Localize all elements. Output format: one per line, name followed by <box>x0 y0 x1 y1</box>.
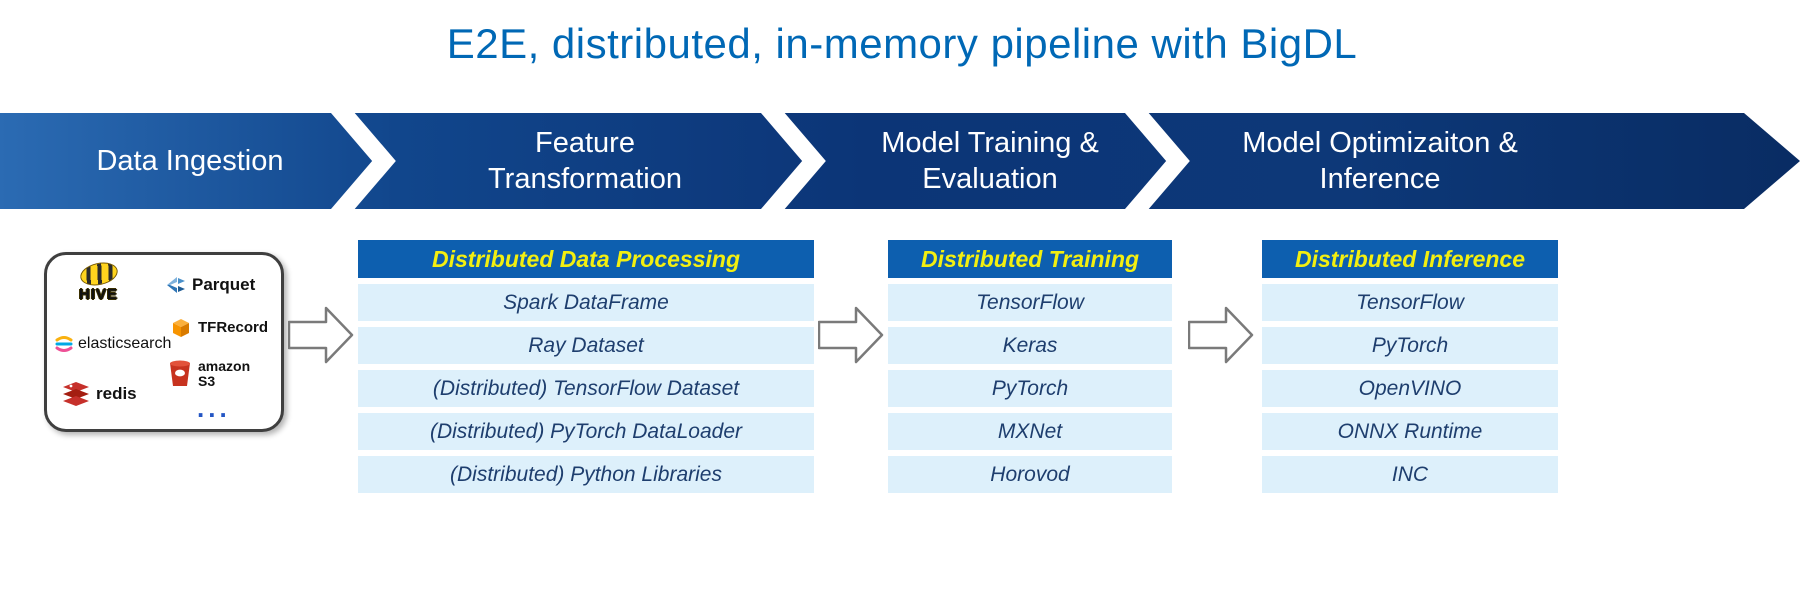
flow-arrow-icon <box>1188 306 1254 364</box>
redis-label: redis <box>96 384 137 403</box>
page-title: E2E, distributed, in-memory pipeline wit… <box>446 20 1358 67</box>
table-row: (Distributed) TensorFlow Dataset <box>358 370 814 407</box>
flow-arrow-icon <box>818 306 884 364</box>
table-row: Ray Dataset <box>358 327 814 364</box>
chevron-separator-icon <box>761 113 826 209</box>
table-row: MXNet <box>888 413 1172 450</box>
table-row: Keras <box>888 327 1172 364</box>
table-row: PyTorch <box>888 370 1172 407</box>
elasticsearch-logo: elasticsearch <box>55 335 171 353</box>
table-row: (Distributed) Python Libraries <box>358 456 814 493</box>
stage-feature-transformation: Feature Transformation <box>488 126 682 195</box>
tfrecord-icon <box>173 319 189 337</box>
hive-logo: HIVE <box>77 259 120 303</box>
parquet-icon <box>167 277 185 293</box>
elasticsearch-icon <box>55 336 73 352</box>
parquet-logo: Parquet <box>165 275 255 295</box>
table-row: OpenVINO <box>1262 370 1558 407</box>
banner-arrow-shape <box>0 113 1800 209</box>
hive-bee-icon <box>77 259 120 289</box>
table-row: Horovod <box>888 456 1172 493</box>
chevron-separator-icon <box>331 113 396 209</box>
table-row: PyTorch <box>1262 327 1558 364</box>
tfrecord-logo: TFRecord <box>169 315 268 339</box>
data-sources-box: HIVE Parquet elasticsearch <box>44 252 284 432</box>
table-header: Distributed Data Processing <box>358 240 814 278</box>
amazon-s3-label: amazon S3 <box>198 358 251 389</box>
table-row: TensorFlow <box>1262 284 1558 321</box>
redis-logo: redis <box>61 381 137 407</box>
stage-model-training-evaluation: Model Training & Evaluation <box>881 126 1099 195</box>
table-training: Distributed Training TensorFlow Keras Py… <box>888 240 1172 493</box>
stage-data-ingestion: Data Ingestion <box>96 144 284 177</box>
amazon-s3-logo: amazon S3 <box>167 359 260 389</box>
table-inference: Distributed Inference TensorFlow PyTorch… <box>1262 240 1558 493</box>
amazon-s3-icon <box>170 360 190 386</box>
elasticsearch-label: elasticsearch <box>78 335 172 352</box>
table-row: Spark DataFrame <box>358 284 814 321</box>
table-row: TensorFlow <box>888 284 1172 321</box>
table-row: INC <box>1262 456 1558 493</box>
stage-model-optimization-inference: Model Optimizaiton & Inference <box>1242 126 1518 195</box>
flow-arrow-icon <box>288 306 354 364</box>
parquet-label: Parquet <box>192 275 256 294</box>
ellipsis-icon: ... <box>197 393 231 423</box>
hive-label: HIVE <box>79 286 119 303</box>
table-row: (Distributed) PyTorch DataLoader <box>358 413 814 450</box>
table-header: Distributed Training <box>888 240 1172 278</box>
chevron-separator-icon <box>1125 113 1190 209</box>
pipeline-banner: Data Ingestion Feature Transformation Mo… <box>0 113 1804 209</box>
table-data-processing: Distributed Data Processing Spark DataFr… <box>358 240 814 493</box>
table-row: ONNX Runtime <box>1262 413 1558 450</box>
tfrecord-label: TFRecord <box>198 318 269 336</box>
redis-icon <box>63 382 89 406</box>
table-header: Distributed Inference <box>1262 240 1558 278</box>
